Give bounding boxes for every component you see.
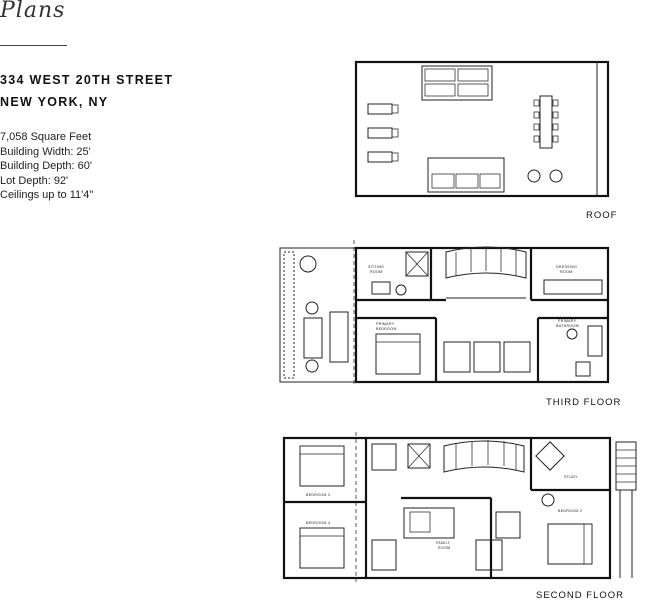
second-floor-label: SECOND FLOOR [536,590,625,601]
spec-building-depth: Building Depth: 60' [0,160,92,172]
svg-text:BATHROOM: BATHROOM [556,324,579,328]
svg-text:STUDY: STUDY [564,475,578,479]
title-divider [0,45,67,46]
address-line-2: NEW YORK, NY [0,95,109,109]
spec-ceilings: Ceilings up to 11'4" [0,189,94,201]
svg-text:ROOM: ROOM [370,270,382,274]
svg-text:PRIMARY: PRIMARY [376,322,395,326]
building-specs: 7,058 Square Feet Building Width: 25' Bu… [0,130,93,203]
roof-label: ROOF [586,210,618,221]
spec-building-width: Building Width: 25' [0,145,91,158]
third-floor-label: THIRD FLOOR [546,397,622,408]
page-title: Plans [0,0,66,23]
address-line-1: 334 WEST 20TH STREET [0,73,174,87]
svg-text:BEDROOM 4: BEDROOM 4 [306,521,330,525]
svg-text:SITTING: SITTING [368,265,384,269]
roof-plan [352,58,614,200]
svg-text:ROOM: ROOM [560,270,572,274]
spec-lot-depth: Lot Depth: 92' [0,174,69,187]
svg-text:BEDROOM: BEDROOM [376,327,397,331]
svg-text:BEDROOM 3: BEDROOM 3 [306,493,330,497]
svg-text:FAMILY: FAMILY [436,541,451,545]
svg-text:PRIMARY: PRIMARY [558,319,577,323]
svg-text:ROOM: ROOM [438,546,450,550]
svg-text:DRESSING: DRESSING [556,265,577,269]
spec-square-feet: 7,058 Square Feet [0,131,92,143]
svg-text:BEDROOM 2: BEDROOM 2 [558,509,582,513]
